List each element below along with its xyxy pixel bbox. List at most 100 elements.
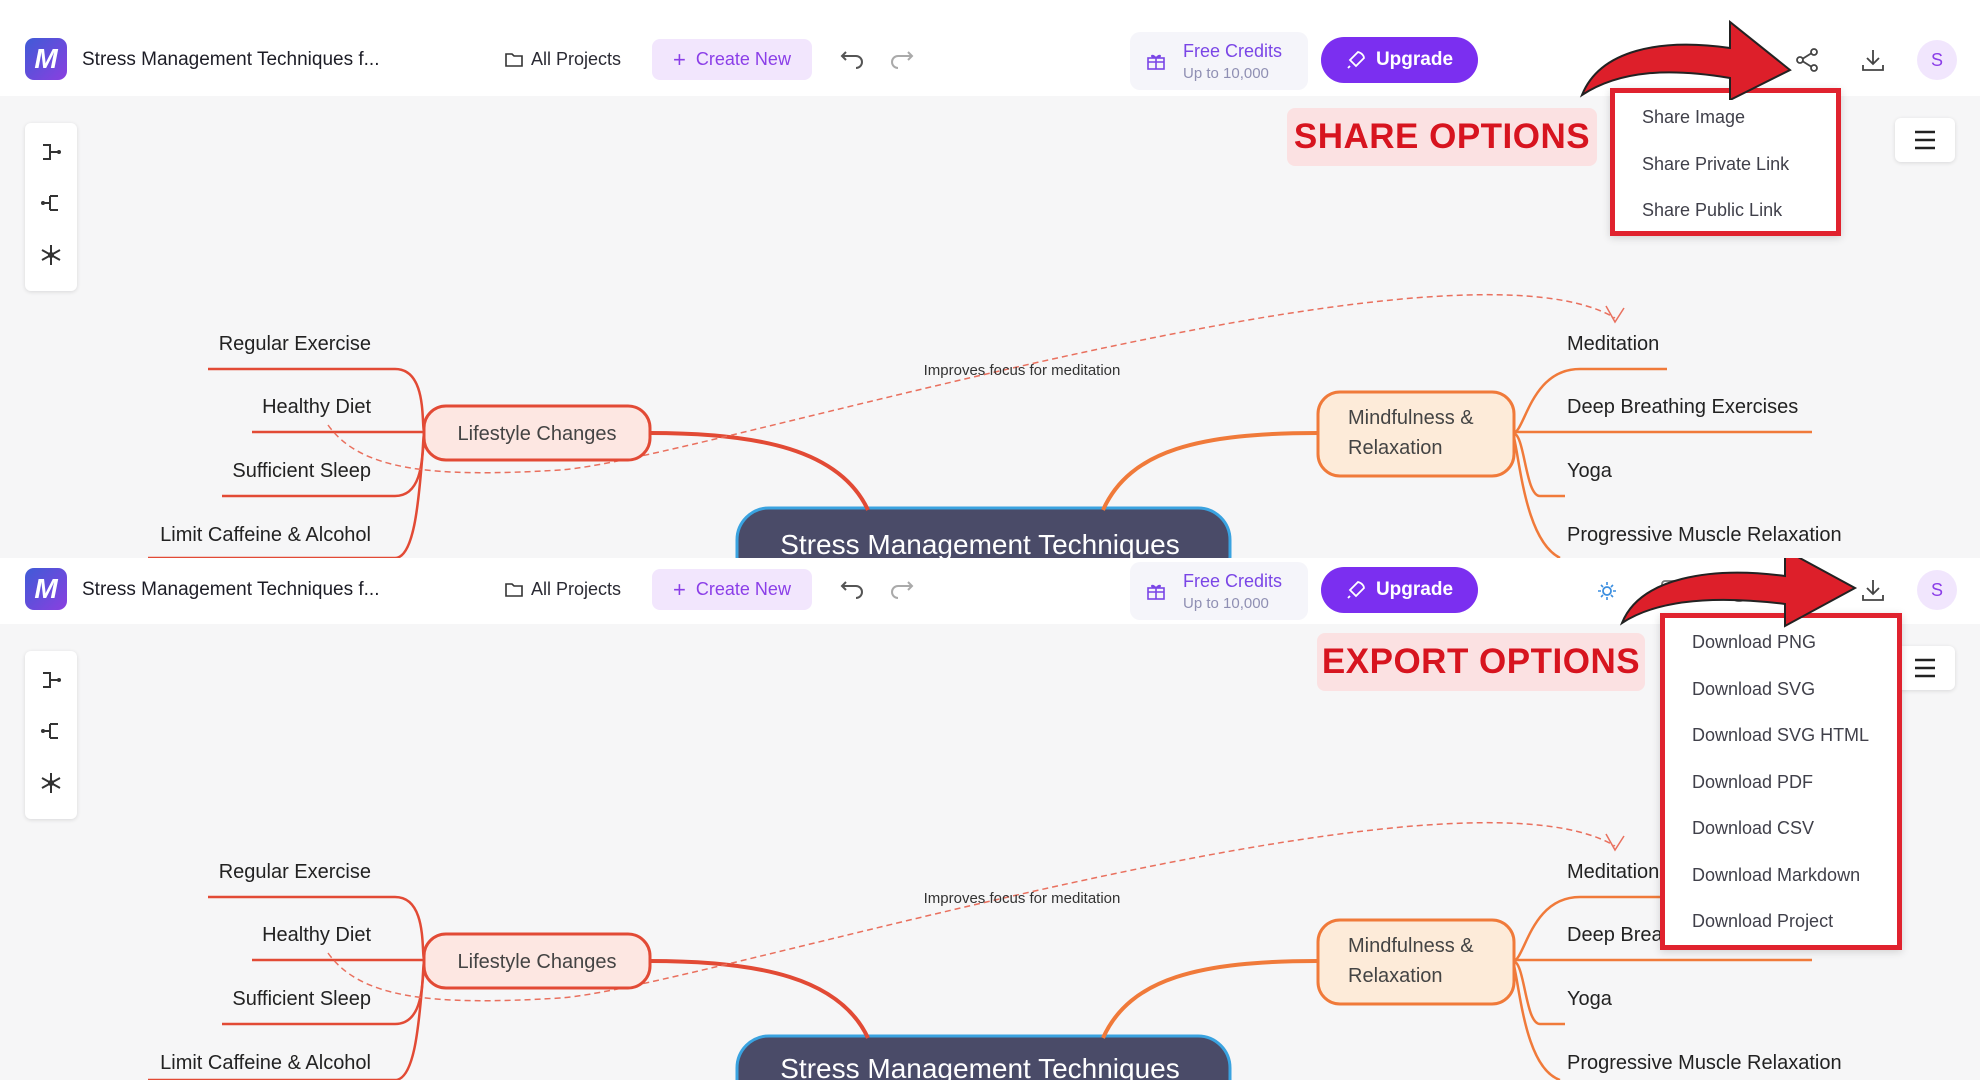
svg-text:Mindfulness &: Mindfulness &: [1348, 935, 1474, 957]
node-mindfulness: [1316, 390, 1516, 478]
mindmap-canvas: Stress Management Techniques Improves fo…: [148, 293, 1842, 558]
layout-toolbox: [25, 123, 77, 291]
export-dropdown: Download PNG Download SVG Download SVG H…: [1660, 613, 1902, 950]
layout-tree-icon[interactable]: [38, 190, 64, 216]
share-icon[interactable]: [1792, 45, 1822, 75]
upgrade-button[interactable]: Upgrade: [1321, 567, 1478, 613]
all-projects-button[interactable]: All Projects: [505, 574, 621, 604]
upgrade-label: Upgrade: [1375, 579, 1454, 600]
export-screenshot-panel: Stress Management Techniques Improves fo…: [0, 558, 1980, 1080]
leaf-sufficient-sleep: Sufficient Sleep: [232, 460, 371, 482]
gift-icon: [1147, 54, 1165, 70]
hamburger-menu-button[interactable]: [1895, 118, 1955, 162]
download-svg-item[interactable]: Download SVG: [1692, 679, 1816, 699]
create-new-label: Create New: [695, 49, 791, 69]
download-icon[interactable]: [1858, 45, 1888, 75]
node-lifestyle: [422, 404, 652, 462]
plus-icon: +: [673, 576, 686, 602]
document-title[interactable]: Stress Management Techniques f...: [82, 49, 380, 70]
credits-title: Free Credits: [1183, 571, 1283, 591]
leaf-sufficient-sleep: Sufficient Sleep: [232, 988, 371, 1010]
download-project-item[interactable]: Download Project: [1692, 911, 1834, 931]
leaf-healthy-diet: Healthy Diet: [262, 396, 371, 418]
hamburger-icon: [1915, 658, 1935, 678]
connection-line: [327, 293, 1616, 474]
svg-text:Lifestyle Changes: Lifestyle Changes: [458, 951, 617, 973]
undo-icon[interactable]: [838, 576, 866, 604]
leaf-progressive-muscle: Progressive Muscle Relaxation: [1567, 524, 1842, 546]
share-public-link-item[interactable]: Share Public Link: [1642, 200, 1783, 220]
layout-right-icon[interactable]: [38, 667, 64, 693]
share-screenshot-panel: Stress Management Techniques Improves fo…: [0, 0, 1980, 558]
central-node-label: Stress Management Techniques: [780, 529, 1180, 558]
app-logo[interactable]: M: [25, 38, 67, 80]
layout-radial-icon[interactable]: [38, 770, 64, 796]
all-projects-label: All Projects: [531, 578, 622, 599]
create-new-button[interactable]: + Create New: [652, 39, 812, 80]
connection-line: [327, 821, 1616, 1002]
leaf-limit-caffeine: Limit Caffeine & Alcohol: [160, 524, 371, 546]
layout-radial-icon[interactable]: [38, 242, 64, 268]
credits-title: Free Credits: [1183, 41, 1283, 61]
create-new-label: Create New: [695, 579, 791, 599]
rocket-icon: [1347, 581, 1365, 599]
create-new-button[interactable]: + Create New: [652, 569, 812, 610]
svg-text:Relaxation: Relaxation: [1348, 437, 1443, 459]
branch-mindfulness: [1101, 431, 1319, 511]
credits-subtitle: Up to 10,000: [1183, 65, 1269, 82]
download-markdown-item[interactable]: Download Markdown: [1692, 865, 1861, 885]
leaf-regular-exercise: Regular Exercise: [219, 861, 371, 883]
export-options-callout: EXPORT OPTIONS: [1317, 633, 1645, 691]
connection-label: Improves focus for meditation: [924, 890, 1121, 907]
central-node-label: Stress Management Techniques: [780, 1053, 1180, 1080]
layout-toolbox: [25, 651, 77, 819]
svg-text:Relaxation: Relaxation: [1348, 965, 1443, 987]
user-avatar[interactable]: S: [1917, 570, 1957, 610]
download-png-item[interactable]: Download PNG: [1692, 632, 1817, 652]
download-pdf-item[interactable]: Download PDF: [1692, 772, 1814, 792]
folder-icon: [505, 583, 523, 597]
leaf-limit-caffeine: Limit Caffeine & Alcohol: [160, 1052, 371, 1074]
top-bar: M Stress Management Techniques f... All …: [0, 0, 1980, 96]
leaf-regular-exercise: Regular Exercise: [219, 333, 371, 355]
leaf-meditation: Meditation: [1567, 861, 1659, 883]
free-credits-button[interactable]: Free Credits Up to 10,000: [1130, 32, 1308, 90]
connection-label: Improves focus for meditation: [924, 362, 1121, 379]
rocket-icon: [1347, 51, 1365, 69]
share-private-link-item[interactable]: Share Private Link: [1642, 154, 1790, 174]
share-options-callout: SHARE OPTIONS: [1287, 108, 1597, 166]
undo-icon[interactable]: [838, 46, 866, 74]
download-icon[interactable]: [1858, 575, 1888, 605]
branch-lifestyle: [649, 431, 870, 511]
gift-icon: [1147, 584, 1165, 600]
all-projects-label: All Projects: [531, 48, 622, 69]
document-title[interactable]: Stress Management Techniques f...: [82, 579, 380, 600]
folder-icon: [505, 53, 523, 67]
share-image-item[interactable]: Share Image: [1642, 107, 1746, 127]
hamburger-menu-button[interactable]: [1895, 646, 1955, 690]
download-svg-html-item[interactable]: Download SVG HTML: [1692, 725, 1870, 745]
leaf-healthy-diet: Healthy Diet: [262, 924, 371, 946]
red-arrow-annotation: [1579, 19, 1792, 100]
credits-subtitle: Up to 10,000: [1183, 595, 1269, 612]
redo-icon[interactable]: [888, 46, 916, 74]
layout-right-icon[interactable]: [38, 139, 64, 165]
plus-icon: +: [673, 46, 686, 72]
upgrade-label: Upgrade: [1375, 49, 1454, 70]
upgrade-button[interactable]: Upgrade: [1321, 37, 1478, 83]
leaf-meditation: Meditation: [1567, 333, 1659, 355]
all-projects-button[interactable]: All Projects: [505, 44, 621, 74]
node-mindfulness: [1316, 918, 1516, 1006]
leaf-deep-breathing: Deep Breathing Exercises: [1567, 396, 1798, 418]
redo-icon[interactable]: [888, 576, 916, 604]
central-node: [735, 506, 1232, 558]
download-csv-item[interactable]: Download CSV: [1692, 818, 1815, 838]
svg-text:Lifestyle Changes: Lifestyle Changes: [458, 423, 617, 445]
leaf-yoga: Yoga: [1567, 460, 1613, 482]
theme-sun-icon[interactable]: [1592, 576, 1622, 606]
user-avatar[interactable]: S: [1917, 40, 1957, 80]
app-logo[interactable]: M: [25, 568, 67, 610]
layout-tree-icon[interactable]: [38, 718, 64, 744]
red-arrow-annotation: [1619, 558, 1858, 628]
free-credits-button[interactable]: Free Credits Up to 10,000: [1130, 562, 1308, 620]
